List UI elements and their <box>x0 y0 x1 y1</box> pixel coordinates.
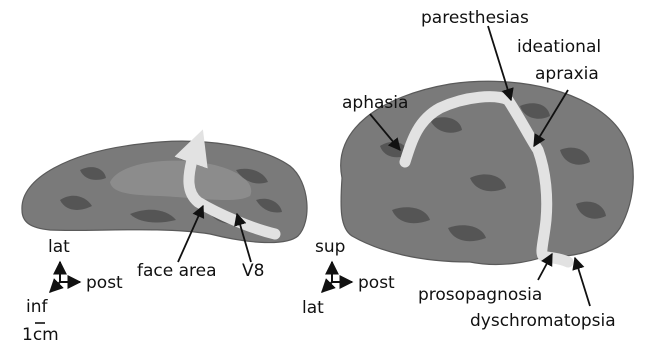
paresthesias-label: paresthesias <box>421 8 529 28</box>
face-area-label: face area <box>137 261 217 281</box>
left-axis-up-label: lat <box>48 237 70 257</box>
right-axis-right-label: post <box>358 273 395 293</box>
prosopagnosia-label: prosopagnosia <box>418 285 542 305</box>
dyschromatopsia-arrow <box>575 258 590 306</box>
scale-bar-label: 1cm <box>22 325 59 345</box>
apraxia-label: apraxia <box>535 64 599 84</box>
right-axis-up-label: sup <box>315 237 345 257</box>
scale-bar: 1cm <box>22 323 59 345</box>
v8-label: V8 <box>242 261 264 281</box>
left-axis-right-label: post <box>86 273 123 293</box>
left-axis-out-label: inf <box>26 297 48 317</box>
aphasia-label: aphasia <box>342 93 408 113</box>
ideational-label: ideational <box>517 37 601 57</box>
right-axis-out-label: lat <box>302 298 324 318</box>
dyschromatopsia-label: dyschromatopsia <box>470 311 616 331</box>
left-orientation-axes: lat post inf <box>26 237 123 317</box>
